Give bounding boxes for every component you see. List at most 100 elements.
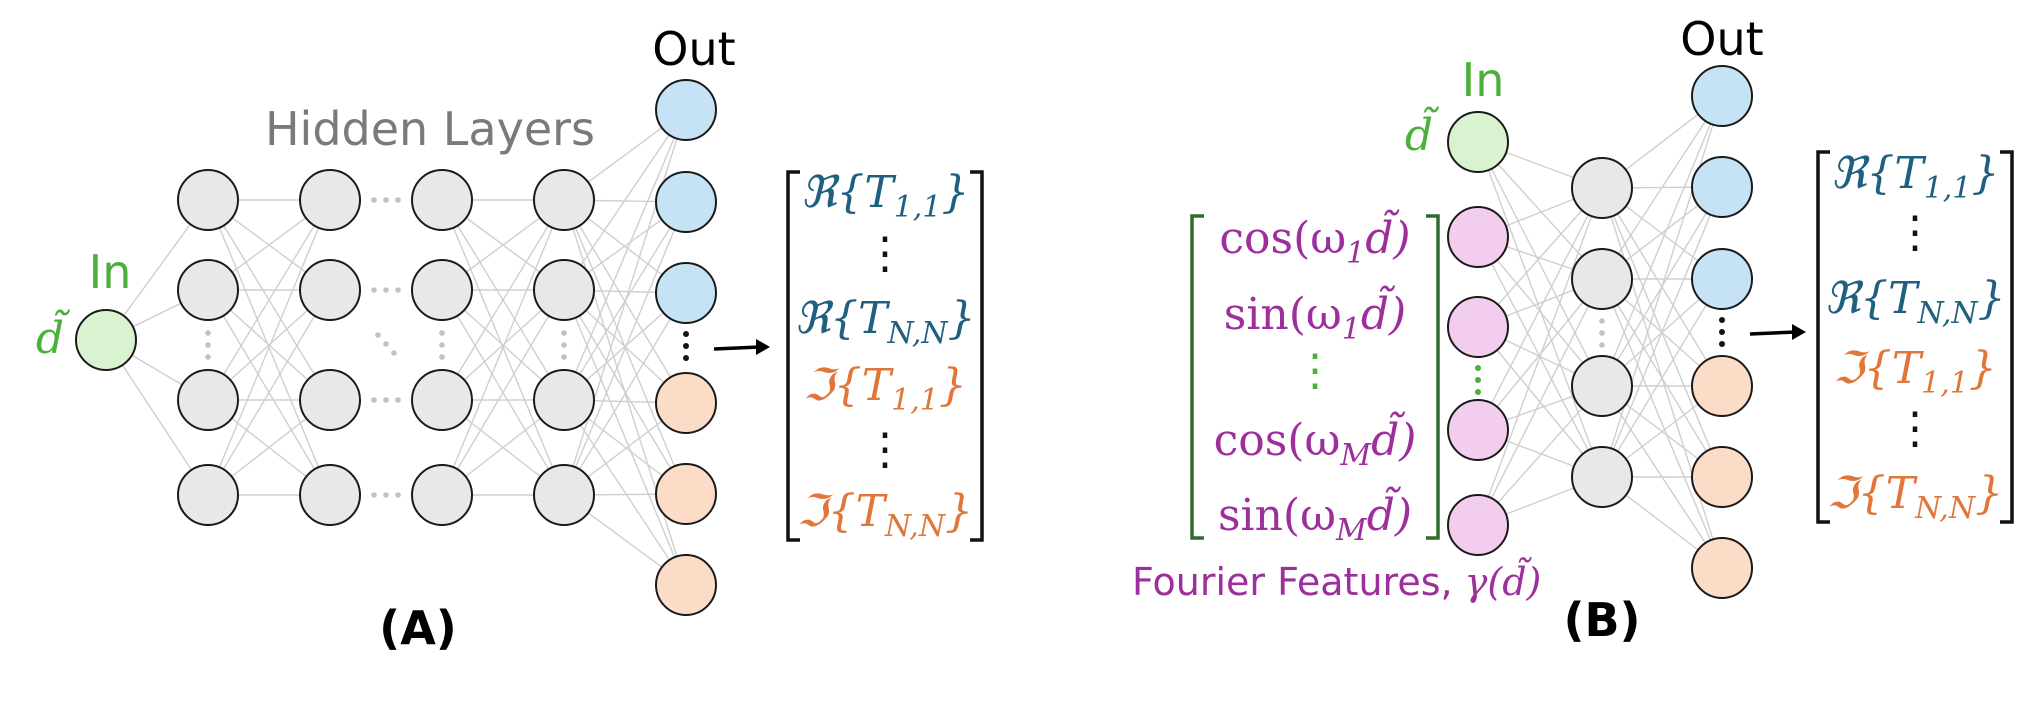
hidden-node (299, 464, 361, 526)
ellipsis-dot (1719, 329, 1725, 335)
ellipsis-dot (1599, 330, 1605, 336)
connection-edge (1477, 187, 1603, 526)
ellipsis-dot (371, 197, 377, 203)
connection-edge (563, 109, 687, 496)
hidden-node (411, 464, 473, 526)
vector-entry: ℑ{TN,N} (1827, 468, 2003, 526)
connection-edge (1601, 278, 1723, 569)
connection-edge (563, 292, 687, 496)
output-node (1691, 446, 1753, 508)
ellipsis-dot (391, 350, 397, 356)
output-node (655, 262, 717, 324)
vector-entry: ⋮ (863, 228, 907, 279)
ellipsis-dot (1719, 317, 1725, 323)
ellipsis-dot (205, 342, 211, 348)
connection-edge (1477, 385, 1603, 526)
output-node (1691, 248, 1753, 310)
connection-edge (1477, 187, 1603, 328)
connection-edge (563, 289, 687, 495)
fourier-term: ⋮ (1293, 345, 1337, 396)
ellipsis-dot (1475, 389, 1481, 395)
output-node (655, 171, 717, 233)
output-node (655, 79, 717, 141)
panel-b-in-label: In (1462, 53, 1505, 107)
panel-b-arrow (1749, 324, 1806, 340)
vector-entry: ⋮ (863, 424, 907, 475)
connection-edge (1601, 95, 1723, 387)
ellipsis-dot (1599, 342, 1605, 348)
ellipsis-dot (395, 492, 401, 498)
ellipsis-dot (1599, 318, 1605, 324)
hidden-node (299, 259, 361, 321)
hidden-layers-label: Hidden Layers (265, 102, 595, 156)
output-node (1691, 156, 1753, 218)
fourier-features-vector: cos(ω1d̃)sin(ω1d̃)⋮cos(ωMd̃)sin(ωMd̃) (1190, 208, 1440, 548)
connection-edge (207, 199, 331, 401)
vector-entry: ℜ{TN,N} (794, 293, 975, 351)
connection-edge (1477, 236, 1603, 387)
ellipsis-dot (383, 397, 389, 403)
ellipsis-dot (371, 287, 377, 293)
hidden-node (177, 259, 239, 321)
connection-edge (207, 289, 331, 496)
hidden-node (533, 369, 595, 431)
output-node (655, 554, 717, 616)
ellipsis-dot (439, 354, 445, 360)
output-node (655, 372, 717, 434)
ellipsis-dot (375, 332, 381, 338)
panel-a-out-label: Out (652, 22, 735, 76)
connection-edge (1477, 141, 1603, 387)
ellipsis-dot (683, 343, 689, 349)
ellipsis-dot (683, 331, 689, 337)
network-nodes (75, 65, 1753, 616)
ellipsis-dot (683, 355, 689, 361)
panel-b-output-vector: ℜ{T1,1}⋮ℜ{TN,N}ℑ{T1,1}⋮ℑ{TN,N} (1816, 148, 2014, 526)
input-node (1447, 111, 1509, 173)
fourier-node (1447, 206, 1509, 268)
output-node (1691, 537, 1753, 599)
fourier-term: cos(ωMd̃) (1214, 410, 1417, 473)
ellipsis-dot (371, 492, 377, 498)
hidden-node (177, 464, 239, 526)
ellipsis-dot (395, 397, 401, 403)
ellipsis-dot (395, 287, 401, 293)
hidden-node (299, 169, 361, 231)
ellipsis-dot (205, 354, 211, 360)
connection-edge (1601, 278, 1723, 478)
hidden-node (1571, 248, 1633, 310)
ellipsis-dot (371, 397, 377, 403)
hidden-node (177, 369, 239, 431)
connection-edge (563, 201, 687, 496)
hidden-node (1571, 157, 1633, 219)
hidden-node (1571, 355, 1633, 417)
vector-entry: ℜ{TN,N} (1824, 273, 2005, 331)
output-node (1691, 65, 1753, 127)
panel-a-in-label: In (89, 245, 132, 299)
hidden-node (411, 259, 473, 321)
ellipsis-dot (561, 354, 567, 360)
hidden-node (533, 169, 595, 231)
panel-a-output-vector: ℜ{T1,1}⋮ℜ{TN,N}ℑ{T1,1}⋮ℑ{TN,N} (786, 167, 984, 544)
ellipsis-dot (1475, 377, 1481, 383)
ellipsis-dot (561, 330, 567, 336)
output-node (1691, 355, 1753, 417)
connection-edge (563, 289, 687, 586)
ellipsis-dot (561, 342, 567, 348)
ellipsis-dot (439, 342, 445, 348)
fourier-node (1447, 494, 1509, 556)
panel-b-label: (B) (1563, 593, 1640, 647)
connection-edge (441, 289, 565, 496)
ellipsis-dot (395, 197, 401, 203)
fourier-term: sin(ωMd̃) (1218, 485, 1412, 548)
ellipsis-dot (383, 341, 389, 347)
connection-edge (1477, 278, 1603, 526)
ellipsis-dot (383, 492, 389, 498)
ellipsis-dot (383, 197, 389, 203)
fourier-term: sin(ω1d̃) (1224, 284, 1406, 347)
vector-entry: ⋮ (1893, 403, 1937, 454)
connection-edge (207, 199, 331, 496)
input-node (75, 309, 137, 371)
hidden-node (533, 464, 595, 526)
vector-entry: ℑ{TN,N} (797, 486, 973, 544)
hidden-node (411, 369, 473, 431)
